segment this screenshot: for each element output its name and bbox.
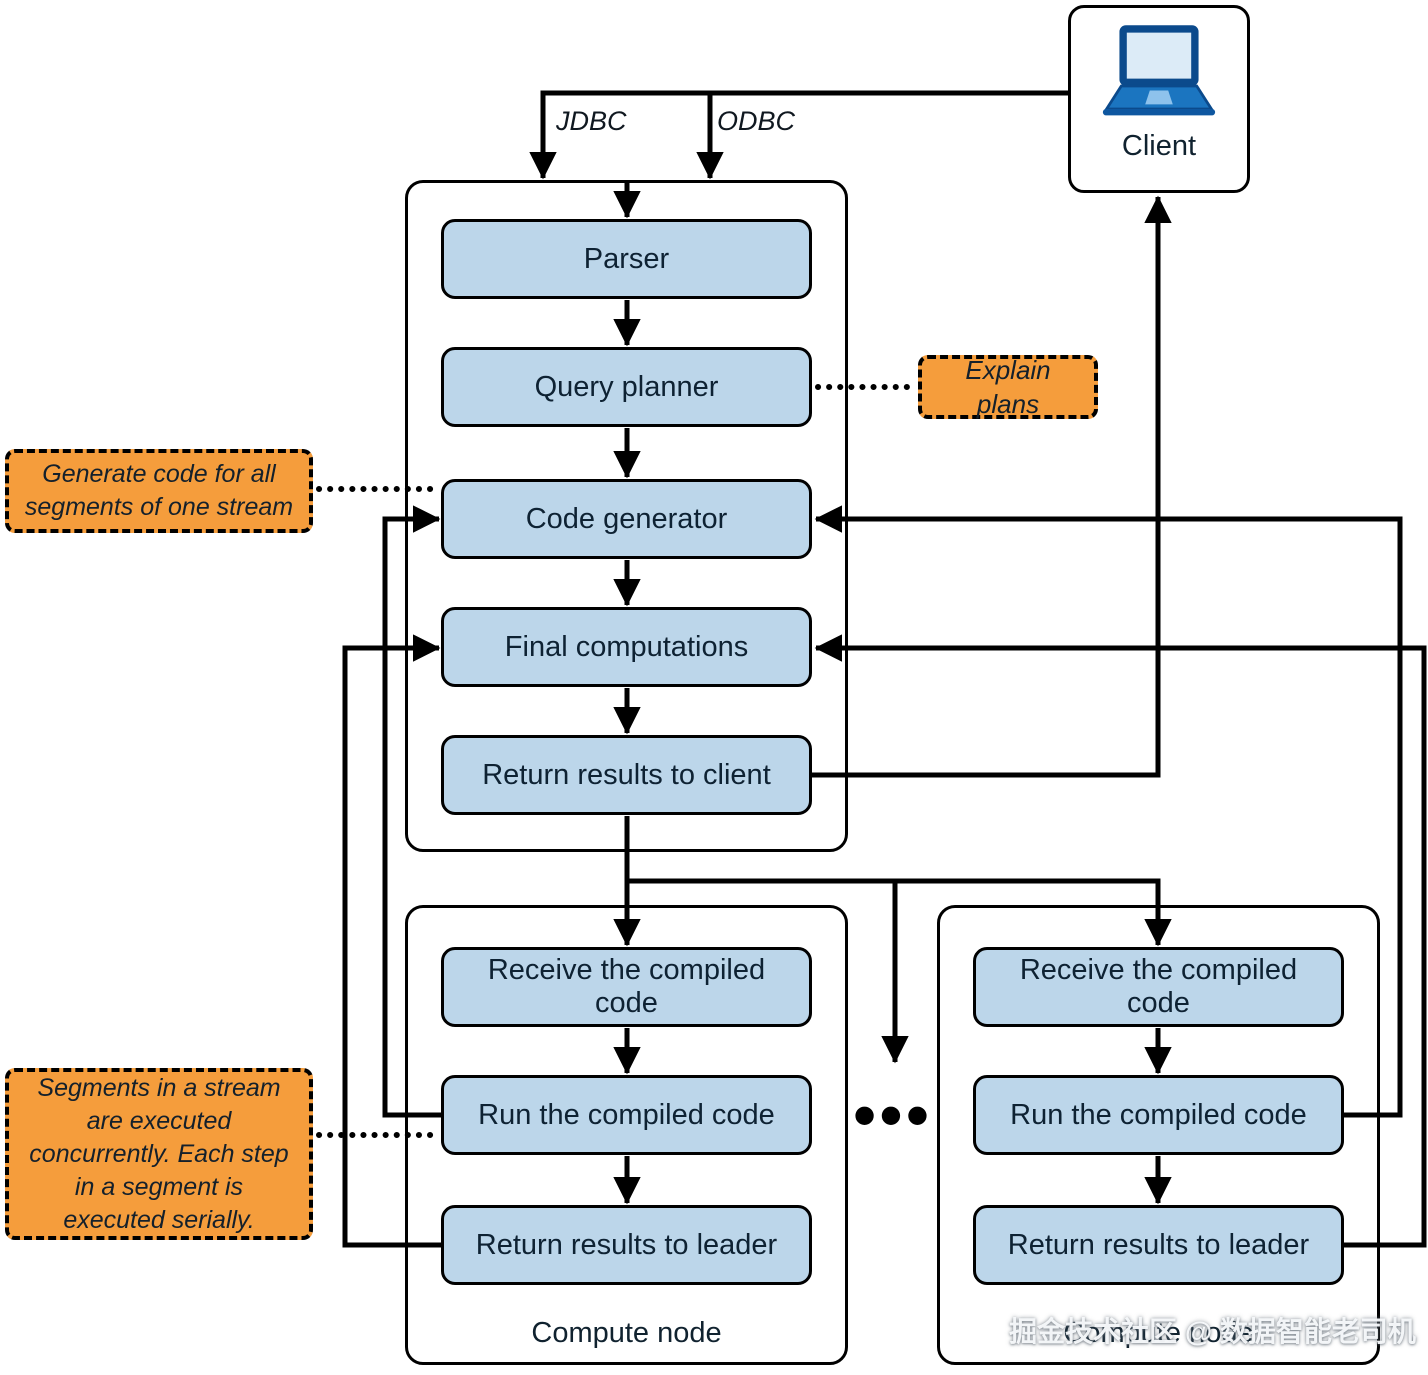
cn2-step-return-leader: Return results to leader xyxy=(973,1205,1344,1285)
step-code-generator: Code generator xyxy=(441,479,812,559)
cn1-step-receive-code: Receive the compiled code xyxy=(441,947,812,1027)
cn2-step-run-code: Run the compiled code xyxy=(973,1075,1344,1155)
step-query-planner: Query planner xyxy=(441,347,812,427)
compute-node-2-label: Compute node xyxy=(1063,1317,1254,1349)
laptop-icon xyxy=(1102,25,1216,116)
odbc-label: ODBC xyxy=(717,106,796,136)
line-results-to-client xyxy=(812,195,1172,778)
annotation-generate-code: Generate code for all segments of one st… xyxy=(5,449,313,533)
step-final-computations: Final computations xyxy=(441,607,812,687)
cn1-step-run-code: Run the compiled code xyxy=(441,1075,812,1155)
annotation-explain-plans: Explain plans xyxy=(918,355,1098,419)
step-parser: Parser xyxy=(441,219,812,299)
annotation-segments-note: Segments in a stream are executed concur… xyxy=(5,1068,313,1240)
watermark: 掘金技术社区 @ 数据智能老司机 xyxy=(1009,1316,1416,1347)
cn2-step-receive-code: Receive the compiled code xyxy=(973,947,1344,1027)
step-return-results-client: Return results to client xyxy=(441,735,812,815)
client-node: Client xyxy=(1068,5,1250,193)
jdbc-label: JDBC xyxy=(556,106,627,136)
cn1-step-return-leader: Return results to leader xyxy=(441,1205,812,1285)
ellipsis-dots: ••• xyxy=(853,1079,933,1151)
client-label: Client xyxy=(1121,130,1197,162)
compute-node-1-label: Compute node xyxy=(531,1317,722,1349)
